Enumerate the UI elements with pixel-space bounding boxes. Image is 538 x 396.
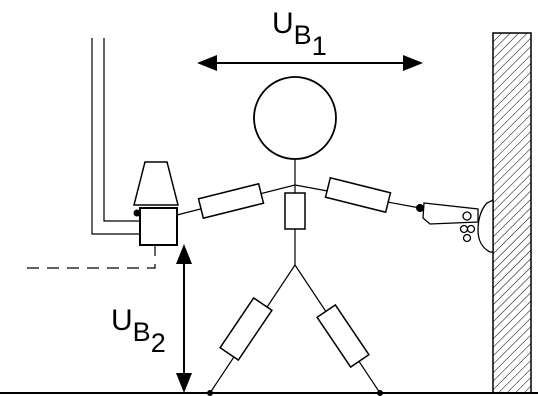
fixture-knob-top bbox=[462, 211, 472, 221]
ub2-arrow bbox=[176, 244, 192, 393]
person-head bbox=[253, 76, 337, 160]
fixture-bracket bbox=[477, 198, 494, 253]
left-leg-resistor bbox=[219, 296, 273, 362]
right-foot-dot bbox=[377, 390, 383, 396]
ub2-label-main: U bbox=[111, 304, 133, 337]
ub1-label-subsub: 1 bbox=[312, 31, 327, 61]
left-foot-dot bbox=[207, 390, 213, 396]
right-arm-resistor bbox=[324, 176, 392, 214]
ub1-label: UB1 bbox=[272, 7, 327, 61]
left-arm-resistor bbox=[197, 182, 265, 220]
lamp-base bbox=[139, 207, 178, 246]
hand-contact-dot bbox=[416, 204, 424, 212]
wall-fixture bbox=[422, 198, 494, 253]
right-leg-resistor bbox=[316, 303, 370, 369]
fixture-knob-right bbox=[466, 224, 476, 234]
torso-resistor bbox=[284, 192, 306, 230]
earth-conductor bbox=[27, 246, 156, 269]
ub2-label: UB2 bbox=[111, 304, 166, 358]
lamp-shade bbox=[133, 161, 179, 206]
fixture-knob-left bbox=[459, 224, 469, 234]
supply-cable bbox=[91, 38, 141, 235]
ub1-arrow bbox=[197, 55, 423, 71]
ub1-label-sub: B bbox=[294, 20, 312, 50]
lamp-contact-dot bbox=[133, 209, 141, 217]
ub1-label-main: U bbox=[272, 7, 294, 40]
fixture-knob-bottom bbox=[462, 233, 472, 243]
ub2-label-sub: B bbox=[133, 317, 151, 347]
wall bbox=[492, 32, 532, 394]
lamp bbox=[133, 161, 179, 246]
ub2-label-subsub: 2 bbox=[151, 328, 166, 358]
